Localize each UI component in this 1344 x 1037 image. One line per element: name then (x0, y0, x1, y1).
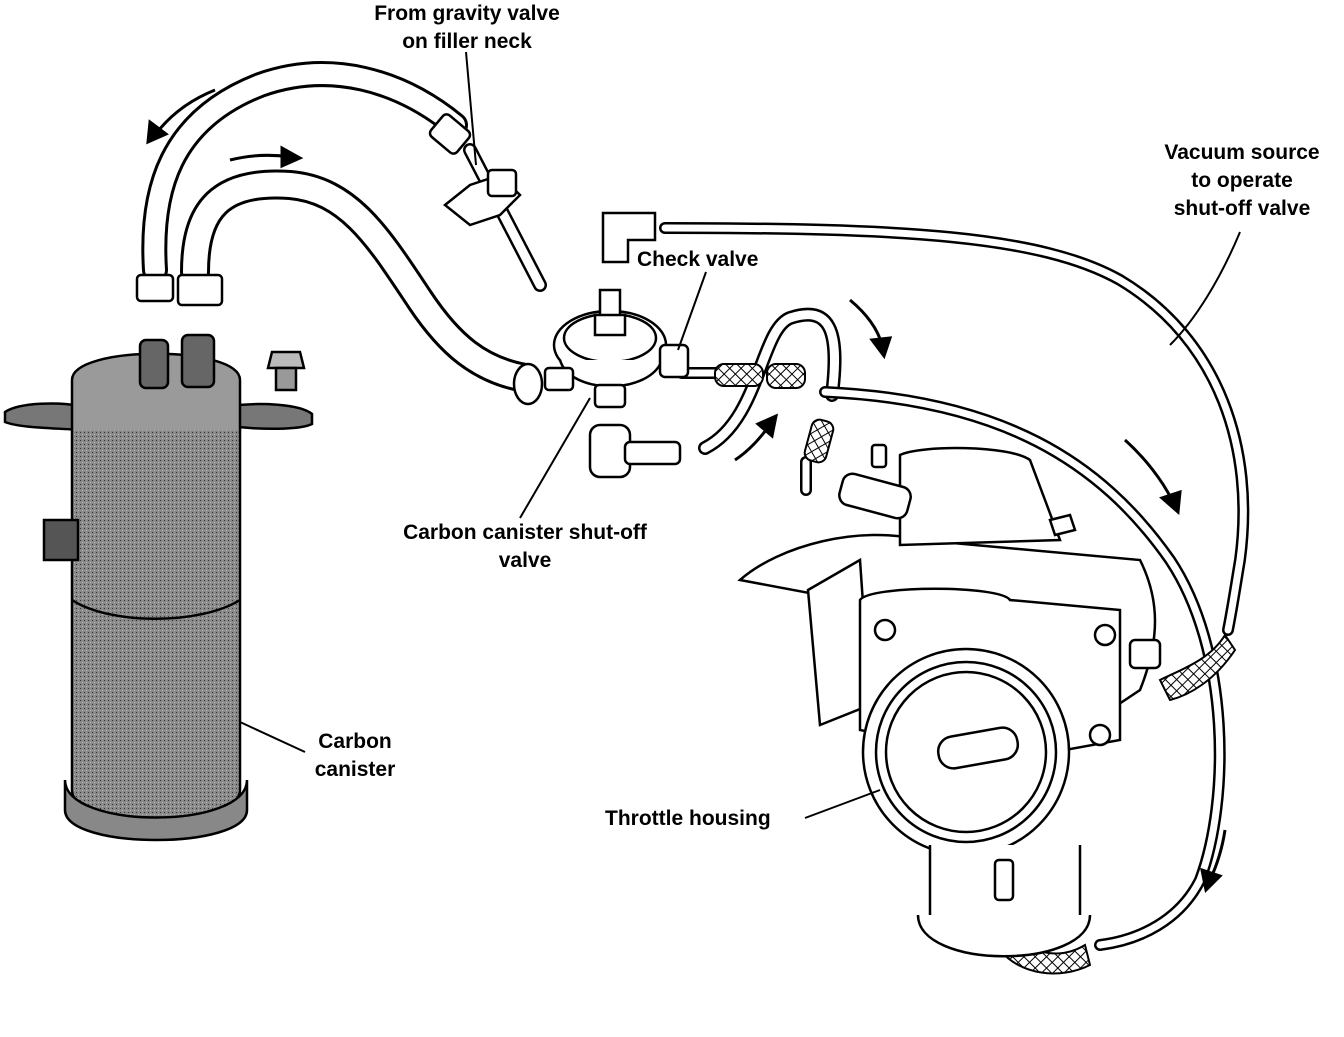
hose-clip (442, 168, 522, 227)
label-throttle-housing: Throttle housing (605, 807, 771, 830)
label-carbon-canister-line2: canister (314, 758, 396, 781)
label-shutoff-valve: Carbon canister shut-off valve (370, 519, 680, 575)
label-gravity-valve-line2: on filler neck (402, 30, 532, 53)
label-carbon-canister-line1: Carbon (318, 730, 392, 753)
hose-canister-to-gravity-valve (141, 61, 468, 283)
label-shutoff-valve-line1: Carbon canister shut-off (403, 521, 647, 544)
carbon-canister-body (3, 333, 314, 842)
tube-gravity-valve-stub (463, 143, 547, 292)
label-vacuum-source-line2: to operate (1191, 169, 1293, 192)
label-gravity-valve-line1: From gravity valve (374, 2, 560, 25)
hose-canister-to-shutoff-valve (180, 169, 540, 393)
hose-loop-to-throttle (698, 307, 842, 455)
label-check-valve: Check valve (637, 248, 759, 271)
throttle-fittings (838, 443, 1162, 670)
throttle-housing-assembly (737, 446, 1157, 958)
hose-clamps (135, 113, 544, 406)
label-gravity-valve: From gravity valve on filler neck (332, 0, 602, 56)
mesh-hose-sections (714, 363, 1237, 975)
leader-lines (239, 51, 1241, 819)
label-shutoff-valve-line2: valve (498, 549, 552, 572)
line-to-throttle-base (819, 386, 1226, 951)
vacuum-line (659, 222, 1250, 636)
label-vacuum-source-line1: Vacuum source (1164, 141, 1320, 164)
label-vacuum-source-line3: shut-off valve (1173, 197, 1311, 220)
vacuum-elbow-fitting (601, 211, 657, 264)
label-vacuum-source: Vacuum source to operate shut-off valve (1142, 139, 1342, 223)
label-carbon-canister: Carbon canister (300, 728, 410, 784)
carbon-canister-shutoff-valve (543, 288, 690, 409)
flow-arrows (146, 88, 1227, 894)
canister-bolt-icon (266, 350, 306, 392)
check-valve-lower-fitting (588, 423, 682, 479)
